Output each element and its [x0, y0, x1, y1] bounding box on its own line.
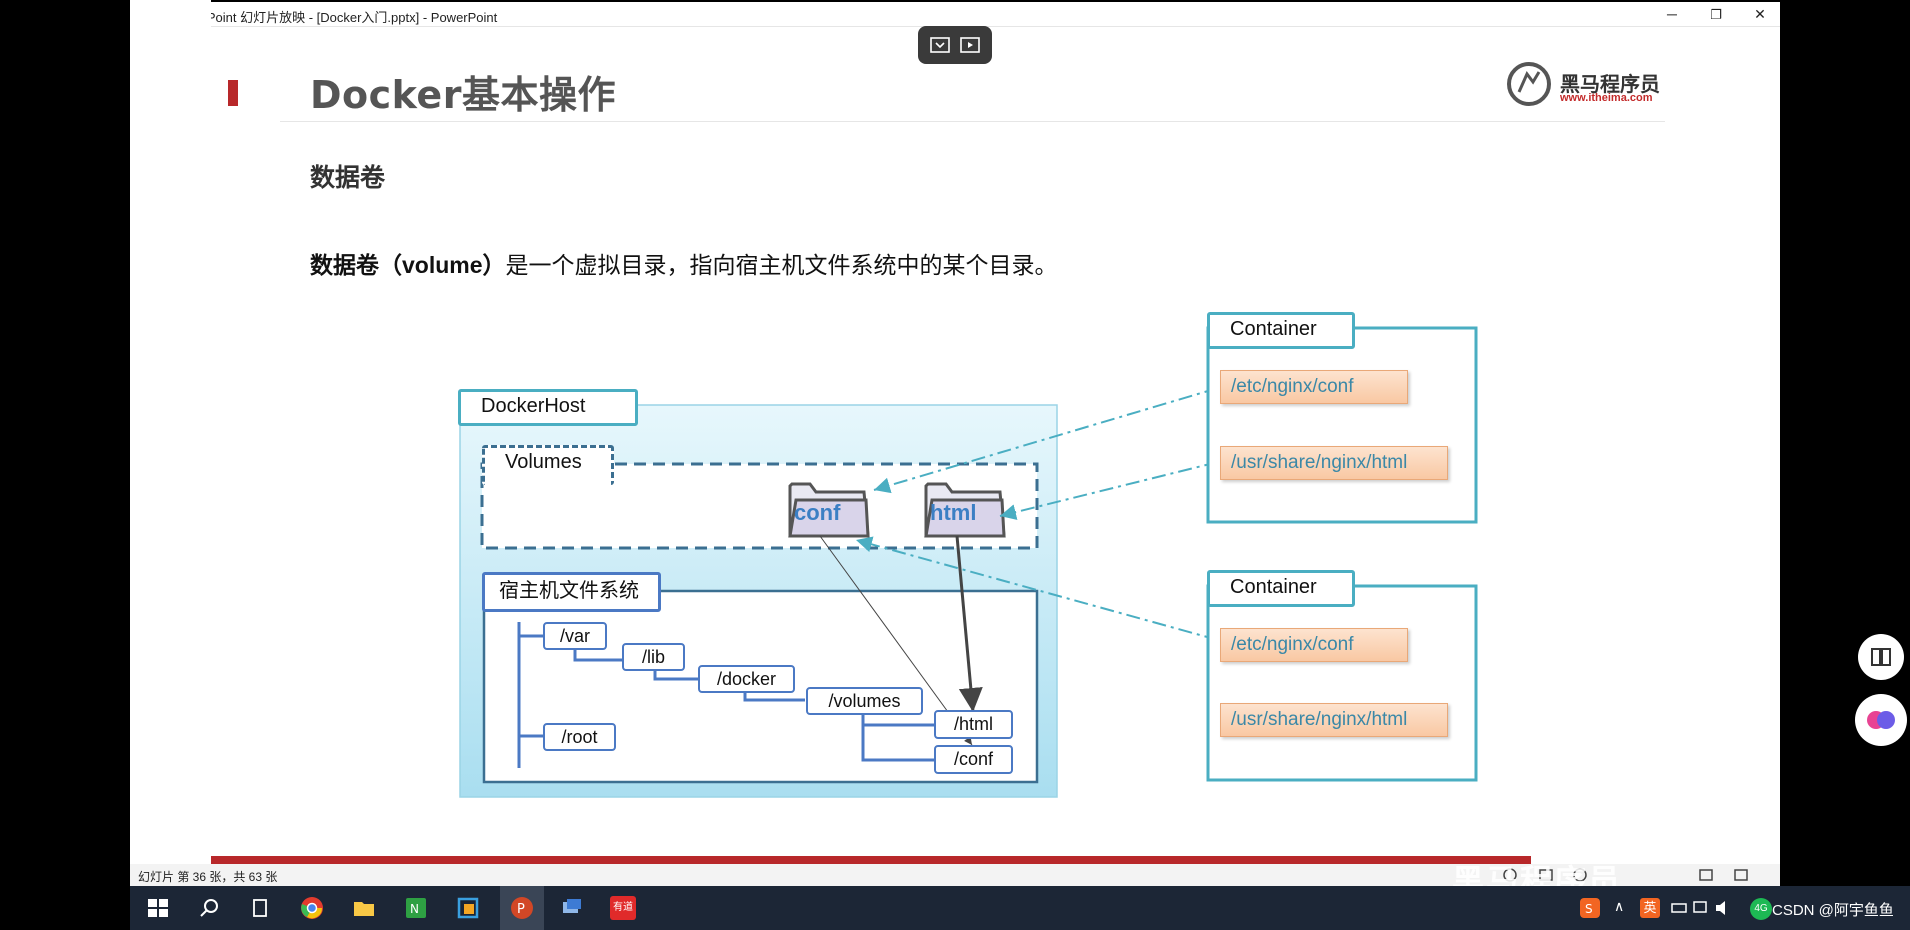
volumes-label: Volumes — [482, 445, 614, 485]
status-bar: 幻灯片 第 36 张，共 63 张 — [130, 864, 1780, 886]
hostfs-label: 宿主机文件系统 — [482, 572, 661, 612]
slide-footer-bar — [211, 856, 1531, 864]
book-icon — [1871, 648, 1891, 666]
container-2-html-path: /usr/share/nginx/html — [1220, 703, 1448, 737]
search-icon[interactable] — [198, 896, 222, 920]
folder-html-label: html — [930, 500, 977, 525]
container1-html-arrow — [999, 461, 1219, 520]
dir-conf: /conf — [934, 745, 1013, 774]
window-title: PowerPoint 幻灯片放映 - [Docker入门.pptx] - Pow… — [170, 10, 498, 25]
close-button[interactable]: ✕ — [1754, 6, 1766, 22]
file-explorer-icon[interactable] — [352, 896, 376, 920]
dir-var: /var — [543, 622, 607, 650]
container2-conf-arrow — [855, 536, 1219, 641]
title-accent-bar — [228, 80, 238, 106]
section-heading: 数据卷 — [310, 164, 386, 192]
powerpoint-icon[interactable]: P — [510, 896, 534, 920]
restore-button[interactable]: ❐ — [1710, 7, 1722, 22]
description: 数据卷（volume）是一个虚拟目录，指向宿主机文件系统中的某个目录。 — [310, 246, 1058, 280]
container-2-frame — [1206, 584, 1478, 782]
dir-docker: /docker — [698, 665, 795, 693]
slide-title: Docker基本操作 — [310, 73, 616, 117]
container-1-html-path: /usr/share/nginx/html — [1220, 446, 1448, 480]
task-view-icon[interactable] — [248, 896, 272, 920]
container-1-label: Container — [1207, 312, 1355, 349]
folder-conf-label: conf — [794, 500, 841, 525]
container-1-conf-path: /etc/nginx/conf — [1220, 370, 1408, 404]
description-text: 是一个虚拟目录，指向宿主机文件系统中的某个目录。 — [505, 252, 1058, 278]
container-2-conf-path: /etc/nginx/conf — [1220, 628, 1408, 662]
slide-left-margin — [130, 0, 211, 837]
onenote-icon[interactable]: N — [404, 896, 428, 920]
remote-desktop-icon[interactable] — [560, 896, 584, 920]
svg-text:N: N — [410, 902, 419, 916]
logo-name: 黑马程序员 — [1560, 74, 1660, 96]
minimize-button[interactable]: ─ — [1667, 6, 1677, 22]
svg-text:P: P — [517, 902, 525, 917]
windows-start-icon[interactable] — [146, 896, 170, 920]
container-2-label: Container — [1207, 570, 1355, 607]
dir-volumes: /volumes — [806, 687, 923, 715]
dir-html: /html — [934, 710, 1013, 739]
network-4g-icon[interactable]: 4G — [1750, 898, 1772, 920]
dir-lib: /lib — [622, 643, 685, 671]
container-1-frame — [1206, 326, 1478, 524]
view-controls[interactable] — [1500, 867, 1760, 883]
slide-counter: 幻灯片 第 36 张，共 63 张 — [138, 870, 278, 884]
description-term: 数据卷（volume） — [310, 252, 506, 278]
tray-text: CSDN @阿宇鱼鱼 — [1772, 902, 1894, 919]
html-mount-arrow — [955, 535, 983, 713]
dockerhost-label: DockerHost — [458, 389, 638, 426]
directory-tree-lines — [517, 622, 934, 768]
reader-mode-button[interactable] — [1858, 634, 1904, 680]
sogou-ime-icon[interactable]: S — [1580, 898, 1600, 918]
chrome-icon[interactable] — [300, 896, 324, 920]
itheima-logo — [1507, 62, 1551, 106]
brain-icon — [1867, 711, 1895, 729]
dir-root: /root — [543, 723, 616, 751]
folder-html-icon — [924, 482, 1006, 538]
folder-conf-icon — [788, 482, 870, 538]
title-divider — [280, 121, 1665, 122]
switch-display-icon[interactable] — [928, 33, 952, 57]
slideshow-float-toolbar — [918, 26, 992, 64]
tray-chevron-icon[interactable]: ∧ — [1614, 898, 1625, 914]
ai-assistant-button[interactable] — [1855, 694, 1907, 746]
svg-text:S: S — [1585, 902, 1593, 916]
ime-language-indicator[interactable]: 英 — [1640, 898, 1660, 918]
container1-conf-arrow — [873, 387, 1219, 494]
tray-system-icons[interactable] — [1670, 898, 1734, 918]
taskbar: N P 有道 S ∧ 英 4G CSDN @阿宇鱼鱼 — [130, 886, 1910, 930]
vscode-box-icon[interactable] — [456, 896, 480, 920]
presenter-view-icon[interactable] — [958, 33, 982, 57]
logo-url: www.itheima.com — [1560, 92, 1653, 104]
youdao-icon[interactable]: 有道 — [610, 896, 636, 920]
